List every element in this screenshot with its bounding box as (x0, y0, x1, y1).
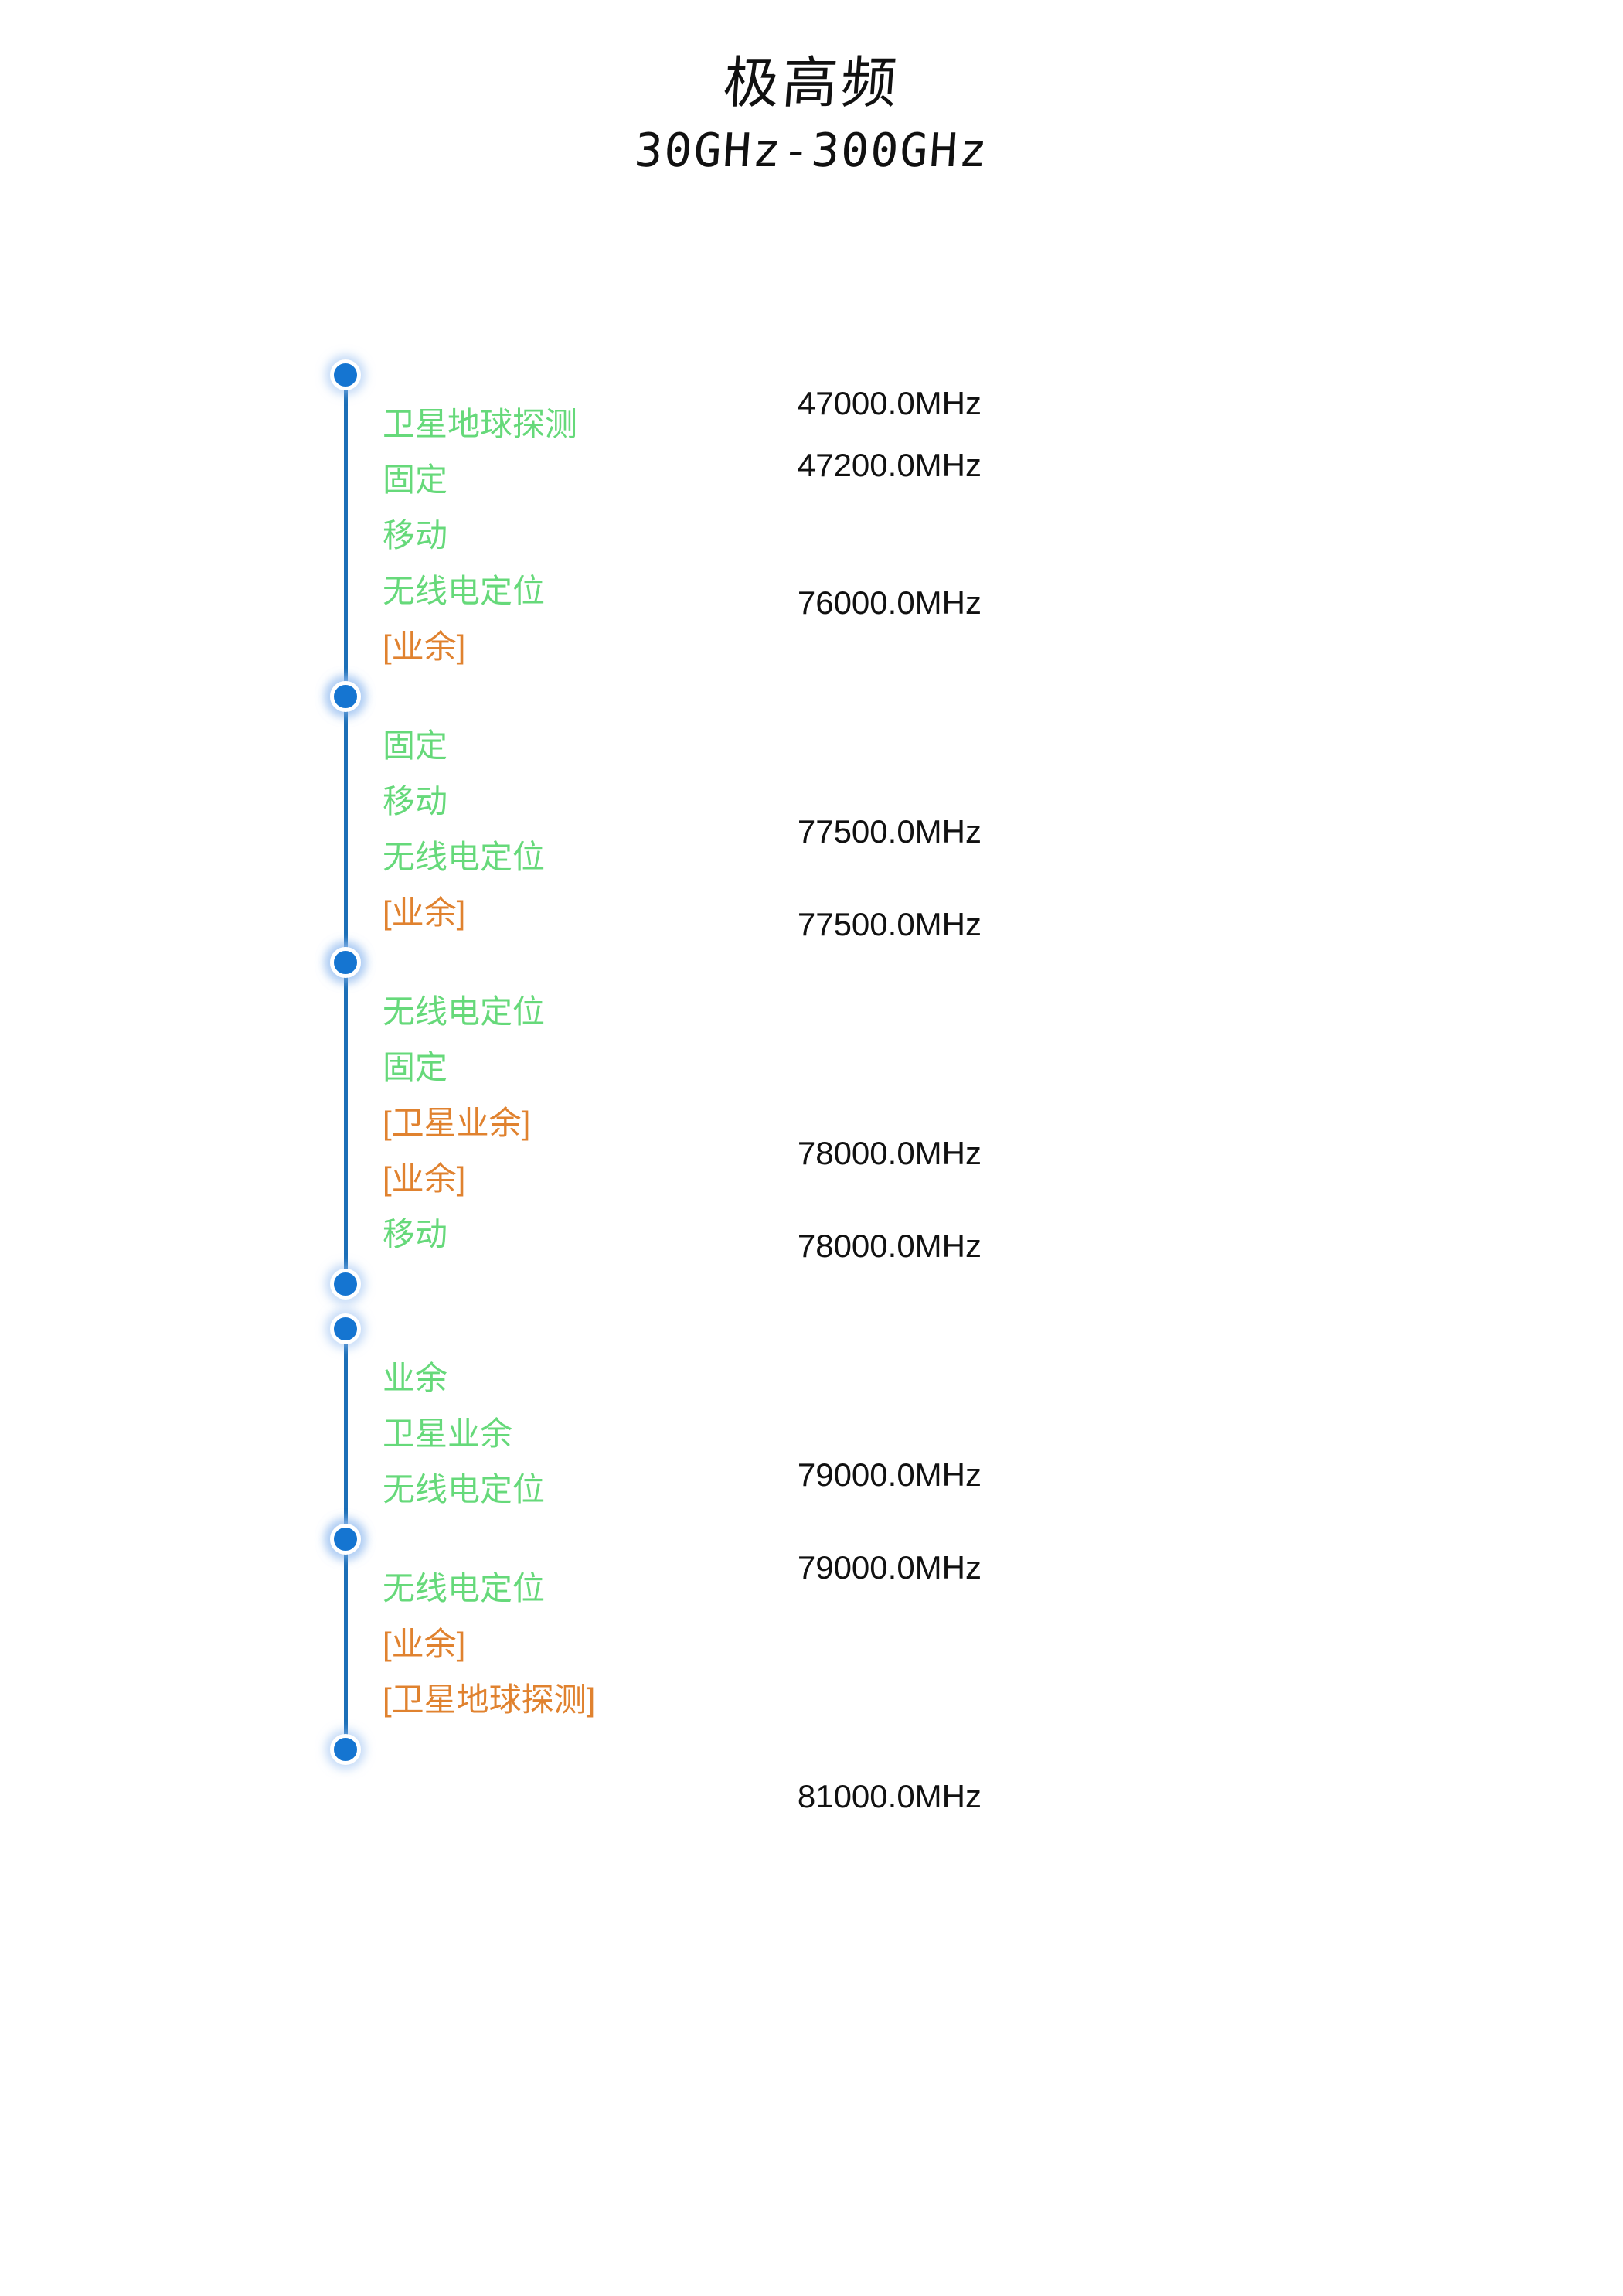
service-allocation-list: 无线电定位固定 [卫星业余] [业余] 移动 (383, 984, 545, 1262)
segment-end-marker[interactable] (330, 1734, 361, 1765)
service-secondary-label: [业余] (383, 894, 466, 931)
segment-end-frequency-label: 81000.0MHz (797, 1778, 982, 1814)
service-primary-label: 移动 (383, 1216, 448, 1252)
service-primary-label: 卫星地球探测 (383, 406, 578, 442)
segment-axis-line (344, 697, 348, 962)
service-primary-label: 无线电定位 (383, 573, 546, 609)
service-allocation-list: 卫星地球探测固定移动无线电定位 [业余] (383, 397, 577, 675)
service-primary-label: 无线电定位 (383, 1570, 546, 1606)
segment-start-marker[interactable] (330, 1313, 361, 1344)
segment-start-marker[interactable] (330, 947, 361, 978)
service-primary-label: 无线电定位 (383, 839, 546, 875)
service-primary-label: 固定 (383, 727, 448, 764)
service-allocation-list: 无线电定位 [业余] [卫星地球探测] (383, 1561, 595, 1728)
spectrum-column-left: 10000.0MHz10400.0MHz卫星地球探测固定移动无线电定位[业余]1… (0, 0, 734, 2296)
segment-end-frequency-label: 79000.0MHz (797, 1456, 982, 1493)
segment-end-frequency-label: 47200.0MHz (797, 447, 982, 483)
service-primary-label: 固定 (383, 462, 448, 498)
segment-start-marker[interactable] (330, 359, 361, 390)
segment-axis-line (344, 1539, 348, 1749)
segment-axis-line (344, 375, 348, 697)
service-primary-label: 卫星业余 (383, 1415, 513, 1452)
service-primary-label: 固定 (383, 1049, 448, 1085)
segment-start-frequency-label: 77500.0MHz (797, 906, 982, 942)
segment-end-frequency-label: 77500.0MHz (797, 813, 982, 850)
service-primary-label: 移动 (383, 517, 448, 554)
segment-start-frequency-label: 47000.0MHz (797, 385, 982, 421)
service-primary-label: 业余 (383, 1360, 448, 1396)
segment-start-frequency-label: 79000.0MHz (797, 1549, 982, 1586)
service-primary-label: 无线电定位 (383, 1471, 546, 1507)
segment-start-marker[interactable] (330, 1524, 361, 1555)
service-secondary-label: [业余] (383, 1160, 466, 1197)
service-allocation-list: 业余卫星业余无线电定位 (383, 1351, 545, 1518)
spectrum-column-right: 47000.0MHz47200.0MHz业余卫星业余76000.0MHz7750… (734, 0, 1623, 2296)
segment-start-marker[interactable] (330, 681, 361, 712)
segment-end-frequency-label: 78000.0MHz (797, 1135, 982, 1171)
service-secondary-label: [业余] (383, 1626, 466, 1662)
service-allocation-list: 固定移动无线电定位 [业余] (383, 718, 545, 941)
service-secondary-label: [卫星业余] (383, 1105, 531, 1141)
service-primary-label: 无线电定位 (383, 993, 546, 1030)
service-primary-label: 移动 (383, 783, 448, 819)
segment-axis-line (344, 962, 348, 1284)
service-secondary-label: [业余] (383, 629, 466, 665)
segment-start-frequency-label: 76000.0MHz (797, 584, 982, 621)
service-secondary-label: [卫星地球探测] (383, 1681, 596, 1718)
segment-start-frequency-label: 78000.0MHz (797, 1228, 982, 1264)
segment-axis-line (344, 1329, 348, 1539)
segment-end-marker[interactable] (330, 1269, 361, 1300)
